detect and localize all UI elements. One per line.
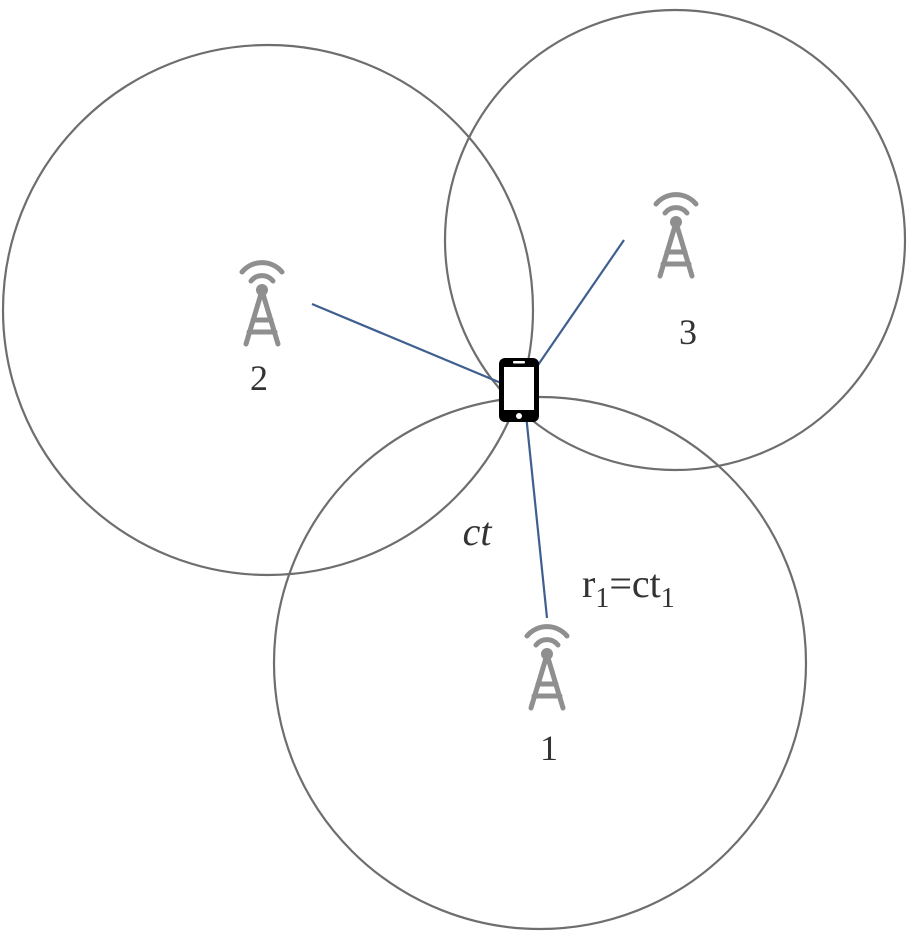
equation-lhs: r — [582, 561, 595, 606]
tower-label-3: 3 — [679, 312, 697, 352]
distance-symbol: ct — [463, 509, 493, 554]
equation-rhs-subscript: 1 — [661, 583, 675, 614]
range-circle-1 — [272, 395, 808, 931]
range-circle-2 — [1, 43, 535, 577]
cell-tower-icon — [527, 627, 567, 708]
ray-from-tower-2 — [311, 302, 515, 390]
ray-from-tower-1 — [519, 393, 549, 619]
cell-tower-icon — [656, 195, 696, 276]
ray-from-tower-3 — [525, 239, 625, 383]
smartphone-icon — [499, 358, 539, 422]
cell-tower-icon — [242, 263, 282, 344]
tower-label-2: 2 — [250, 358, 268, 398]
range-circle-3 — [443, 8, 907, 472]
tower-label-1: 1 — [540, 728, 558, 768]
equation-equals: =ct — [609, 561, 660, 606]
equation-lhs-subscript: 1 — [595, 583, 609, 614]
range-equation: r1=ct1 — [582, 561, 675, 614]
